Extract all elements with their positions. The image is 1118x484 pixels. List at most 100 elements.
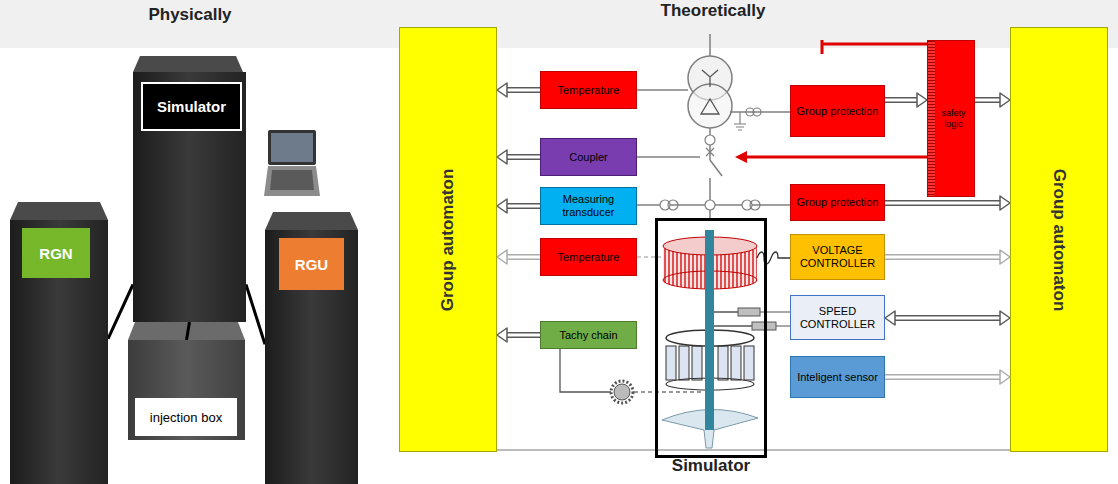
process-box: Temperature	[540, 238, 637, 276]
arrow-shaft	[506, 154, 540, 160]
cabinet-top	[265, 212, 358, 230]
servo-motor	[752, 322, 776, 330]
arrow-shaft-inner	[506, 334, 540, 337]
gear-wheel	[614, 384, 630, 400]
signal-arrow	[885, 311, 1010, 325]
laptop-base	[264, 166, 320, 196]
arrow-shaft	[894, 315, 1001, 321]
arrow-shaft-inner	[506, 256, 540, 259]
delta-symbol	[701, 99, 719, 114]
arrow-head	[1000, 311, 1010, 325]
tachy-link	[634, 391, 704, 392]
trip-wire	[822, 40, 927, 54]
cabinet-top	[128, 322, 245, 340]
arrow-shaft-inner	[506, 205, 540, 208]
arrow-shaft	[506, 332, 540, 338]
group-automaton: Group automaton	[1010, 27, 1108, 452]
box-text: Temperature	[558, 251, 620, 264]
section-heading: Physically	[130, 5, 250, 25]
arrow-shaft	[885, 254, 1001, 260]
signal-arrow	[885, 370, 1010, 384]
process-box: Measuring transducer	[540, 187, 637, 225]
coupler-wire	[637, 156, 700, 157]
current-transformer	[753, 108, 761, 116]
simulator-cabinet: Simulator	[133, 72, 246, 322]
arrow-shaft-inner	[885, 99, 918, 102]
arrow-head	[1000, 196, 1010, 210]
box-text: Measuring transducer	[545, 193, 632, 219]
cable-line	[246, 285, 265, 345]
arrow-head	[497, 199, 507, 213]
rotor-pole	[744, 346, 754, 380]
arrow-head	[1000, 93, 1010, 107]
box-text: Temperature	[558, 84, 620, 97]
arrow-head	[497, 83, 507, 97]
servo-motor	[738, 308, 760, 316]
cabinet-top	[133, 56, 243, 72]
box-text: safety logic	[937, 108, 970, 130]
cable-line	[108, 285, 133, 339]
process-box: Temperature	[540, 71, 637, 109]
arrow-head	[497, 250, 507, 264]
gear-teeth	[611, 381, 633, 403]
current-transformer	[705, 135, 715, 145]
arrow-shaft	[975, 97, 1001, 103]
trip-arrow	[747, 156, 927, 159]
arrow-head	[917, 93, 927, 107]
shaft	[705, 230, 714, 430]
arrow-shaft	[506, 203, 540, 209]
box-text: Group automaton	[438, 168, 458, 311]
arrow-shaft-inner	[975, 99, 1001, 102]
star-symbol	[702, 70, 718, 87]
cable-line	[187, 322, 190, 340]
arrow-shaft-inner	[885, 376, 1001, 379]
tachy-wire	[560, 349, 611, 392]
box-text: Coupler	[569, 151, 608, 164]
simulator-frame: Simulator	[655, 218, 767, 458]
cabinet-label: injection box	[135, 398, 237, 436]
current-transformer	[705, 200, 715, 210]
arrow-head	[885, 311, 895, 325]
controller-box: SPEED CONTROLLER	[790, 295, 885, 340]
sensor-wire	[637, 89, 688, 90]
signal-arrow	[497, 199, 540, 213]
group-automaton: Group automaton	[399, 27, 497, 452]
safety-logic-box: safety logic	[927, 40, 975, 197]
current-transformer	[750, 200, 760, 210]
cable-line	[108, 285, 133, 339]
sensor-box: Inteligent sensor	[790, 356, 885, 398]
bus-line	[497, 449, 1010, 451]
process-box: Coupler	[540, 138, 637, 176]
arrow-shaft-inner	[894, 317, 1001, 320]
box-text: VOLTAGE CONTROLLER	[795, 244, 880, 270]
caption-text: Simulator	[672, 456, 750, 476]
signal-arrow	[497, 328, 540, 342]
box-text: Tachy chain	[559, 329, 617, 342]
cabinet-label: Simulator	[141, 82, 242, 131]
arrow-head	[1000, 250, 1010, 264]
rotor-pole	[731, 346, 741, 380]
rgn-cabinet: RGN	[10, 220, 108, 484]
arrow-shaft	[885, 97, 918, 103]
trip-arrowhead	[735, 151, 747, 163]
box-text: SPEED CONTROLLER	[795, 305, 880, 331]
cabinet-label: RGN	[22, 228, 90, 278]
arrow-head	[497, 328, 507, 342]
breaker-symbol	[706, 148, 714, 156]
box-text: Inteligent sensor	[797, 371, 878, 384]
arrow-shaft-inner	[506, 89, 540, 92]
cable-line	[246, 285, 265, 345]
arrow-shaft	[506, 254, 540, 260]
laptop-keyboard	[270, 170, 314, 190]
arrow-shaft	[506, 87, 540, 93]
switch-symbol	[710, 160, 722, 176]
process-box: Group protection	[790, 184, 885, 221]
arrow-shaft-inner	[506, 156, 540, 159]
laptop-display	[271, 133, 313, 162]
process-box: Group protection	[790, 85, 885, 137]
signal-arrow	[497, 250, 540, 264]
cable-line	[187, 322, 190, 340]
rotor-pole	[718, 346, 728, 380]
box-text: Group protection	[797, 105, 879, 118]
